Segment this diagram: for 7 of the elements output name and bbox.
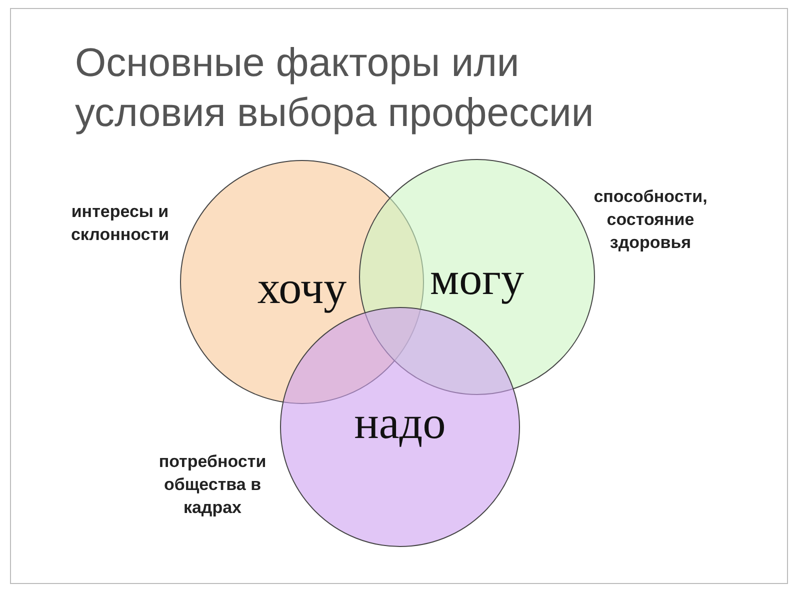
circle-caption: потребности общества в кадрах xyxy=(158,451,268,519)
circle-label: могу xyxy=(429,252,525,305)
circle-label: хочу xyxy=(256,261,348,314)
slide-title: Основные факторы или условия выбора профессии xyxy=(75,40,595,137)
circle-caption: способности, состояние здоровья xyxy=(592,186,708,254)
circle-label: надо xyxy=(353,396,447,449)
circle-caption: интересы и склонности xyxy=(70,201,170,246)
